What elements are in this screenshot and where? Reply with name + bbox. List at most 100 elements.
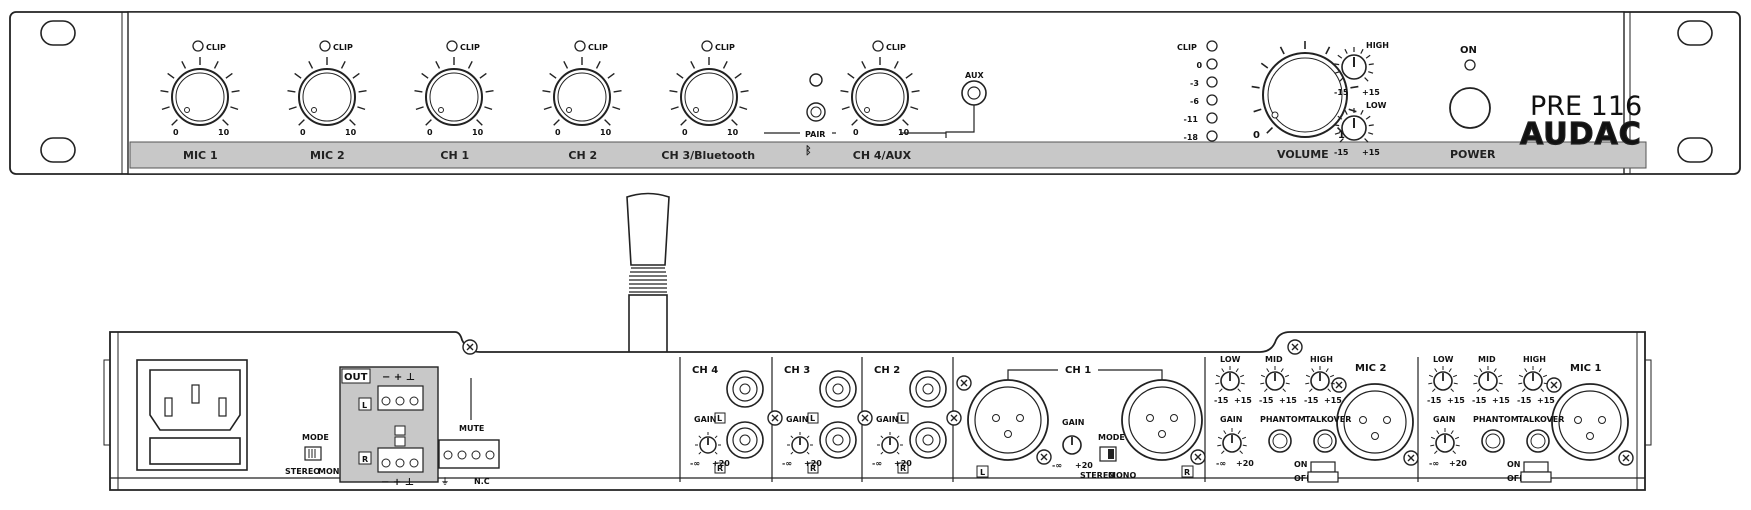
gain-max: +20 [712,459,730,468]
eq-max: +15 [1279,396,1297,405]
ch1-gain-max: +20 [1075,461,1093,470]
phantom-switch[interactable] [1307,461,1339,483]
gain-knob[interactable] [877,432,903,455]
high-max: +15 [1362,88,1380,97]
fuse-holder [149,437,241,465]
ch1-mono-label: MONO [1108,471,1136,480]
eq-knob[interactable] [1473,366,1503,392]
eq-knob[interactable] [1215,366,1245,392]
rca-jack-left[interactable] [819,370,857,408]
eq-min: -15 [1427,396,1442,405]
screw-icon [1331,377,1347,393]
xlr-ch1-right[interactable] [1121,379,1203,461]
rca-r-label: R [900,464,906,473]
rca-jack-left[interactable] [726,370,764,408]
eq-knob[interactable] [1518,366,1548,392]
power-label: POWER [1450,148,1496,161]
phantom-switch[interactable] [1520,461,1552,483]
knob-min: 0 [427,128,433,137]
gain-knob[interactable] [787,432,813,455]
knob-max: 10 [600,128,612,137]
screw-icon [1036,449,1052,465]
knob-min: 0 [853,128,859,137]
gain-min: -∞ [872,459,882,468]
rca-jack-left[interactable] [909,370,947,408]
talkover-button[interactable] [1313,429,1337,453]
channel-knob-5[interactable] [669,57,749,126]
output-terminal[interactable] [339,366,439,483]
eq-label: HIGH [1523,355,1546,364]
phantom-button[interactable] [1481,429,1505,453]
screw-icon [767,410,783,426]
high-label: HIGH [1366,41,1389,50]
eq-label: LOW [1433,355,1454,364]
xlr-ch1-left[interactable] [967,379,1049,461]
clip-label: CLIP [206,43,226,52]
out-r-label: R [362,455,368,464]
channel-knob-2[interactable] [287,57,367,126]
eq-label: MID [1265,355,1283,364]
eq-max: +15 [1492,396,1510,405]
channel-knob-4[interactable] [542,57,622,126]
label-strip [129,141,1647,169]
eq-max: +15 [1537,396,1555,405]
eq-min: -15 [1304,396,1319,405]
nc-label: N.C [474,477,490,486]
clip-led-icon [446,40,458,52]
mic-gain-knob[interactable] [1430,428,1460,454]
vu-led-icon [1206,58,1218,70]
low-knob[interactable] [1334,108,1374,143]
ch1-mode-label: MODE [1098,433,1125,442]
knob-min: 0 [173,128,179,137]
eq-knob[interactable] [1428,366,1458,392]
mode-switch[interactable] [304,446,322,461]
channel-label: CH 3/Bluetooth [661,149,755,162]
mute-terminal[interactable] [438,439,500,469]
channel-knob-1[interactable] [160,57,240,126]
volume-knob[interactable] [1251,41,1359,138]
rca-channel-label: CH 4 [692,365,718,376]
ch1-gain-label: GAIN [1062,418,1084,427]
gain-min: -∞ [782,459,792,468]
out-l-label: L [362,401,367,410]
vu-led-icon [1206,130,1218,142]
screw-icon [1190,449,1206,465]
rear-panel: MODE STEREO MONO OUT − + ⊥ − + ⊥ L R MUT… [103,331,1652,491]
clip-label: CLIP [715,43,735,52]
eq-min: -15 [1472,396,1487,405]
mic-gain-knob[interactable] [1217,428,1247,454]
pair-led-icon [809,73,823,87]
gain-max: +20 [1236,459,1254,468]
rca-jack-right[interactable] [819,421,857,459]
screw-icon [1618,450,1634,466]
gain-max: +20 [804,459,822,468]
talkover-button[interactable] [1526,429,1550,453]
xlr-mic-input[interactable] [1551,383,1629,461]
rca-l-label: L [810,414,815,423]
eq-knob[interactable] [1305,366,1335,392]
phantom-button[interactable] [1268,429,1292,453]
stereo-label: STEREO [285,467,320,476]
eq-label: HIGH [1310,355,1333,364]
clip-led-icon [872,40,884,52]
high-min: -15 [1334,88,1349,97]
channel-knob-3[interactable] [414,57,494,126]
rca-jack-right[interactable] [909,421,947,459]
eq-label: MID [1478,355,1496,364]
clip-label: CLIP [333,43,353,52]
xlr-mic-input[interactable] [1336,383,1414,461]
gain-max: +20 [894,459,912,468]
ch1-gain-knob[interactable] [1062,435,1082,455]
eq-knob[interactable] [1260,366,1290,392]
channel-label: CH 4/AUX [853,149,912,162]
rca-jack-right[interactable] [726,421,764,459]
high-knob[interactable] [1334,47,1374,82]
channel-knob-6[interactable] [840,57,920,126]
power-inlet[interactable] [136,359,248,471]
gain-knob[interactable] [695,432,721,455]
rca-r-label: R [717,464,723,473]
power-button[interactable] [1449,87,1491,129]
brand-logo: AUDAC [1520,117,1642,152]
aux-label: AUX [965,71,984,80]
